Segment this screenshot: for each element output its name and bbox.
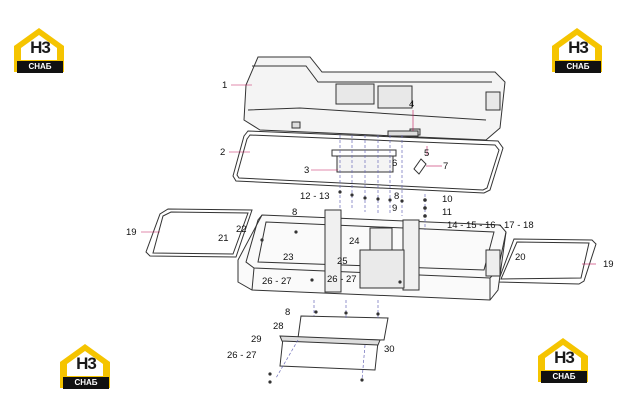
logo-mark: H3 <box>76 354 97 373</box>
callout-14-18: 14 - 15 - 16 - 17 - 18 <box>447 220 534 231</box>
screws <box>260 190 427 384</box>
logo-brand: СНАБ <box>541 371 587 383</box>
callout-21: 21 <box>218 233 229 244</box>
callout-10: 10 <box>442 194 453 205</box>
hinge-bar <box>331 149 397 157</box>
callout-4: 4 <box>409 99 414 110</box>
top-cover <box>243 56 506 141</box>
logo-brand: СНАБ <box>555 61 601 73</box>
callout-23: 23 <box>283 252 294 263</box>
callout-11: 11 <box>442 207 452 218</box>
callout-26-27-left: 26 - 27 <box>262 276 292 287</box>
callout-8-mid: 8 <box>292 207 297 218</box>
callout-2: 2 <box>220 147 225 158</box>
callout-12-13: 12 - 13 <box>300 191 330 202</box>
logo-brand: СНАБ <box>17 61 63 73</box>
callout-26-27-bottom: 26 - 27 <box>227 350 257 361</box>
hinge-plate <box>336 155 394 173</box>
callout-7: 7 <box>443 161 448 172</box>
side-gasket-left <box>145 208 253 258</box>
brand-logo-bottom-left: H3 СНАБ <box>56 340 114 392</box>
bottom-rail <box>279 335 381 346</box>
logo-mark: H3 <box>568 38 589 57</box>
callout-19-left: 19 <box>126 227 137 238</box>
callout-30: 30 <box>384 344 395 355</box>
callout-9: 9 <box>392 203 397 214</box>
brand-logo-bottom-right: H3 СНАБ <box>534 334 592 386</box>
bottom-plate <box>297 315 389 341</box>
callout-22: 22 <box>236 224 247 235</box>
side-gasket-left-inner <box>152 211 249 255</box>
callout-26-27-mid: 26 - 27 <box>327 274 357 285</box>
callout-29: 29 <box>251 334 262 345</box>
callout-28: 28 <box>273 321 284 332</box>
callout-20: 20 <box>515 252 526 263</box>
callout-5: 5 <box>424 148 429 159</box>
callout-6: 6 <box>392 158 397 169</box>
callout-3: 3 <box>304 165 309 176</box>
brand-logo-top-left: H3 СНАБ <box>10 24 68 76</box>
callout-25: 25 <box>337 256 348 267</box>
pin-part <box>413 158 427 175</box>
callout-24: 24 <box>349 236 360 247</box>
callout-19-right: 19 <box>603 259 614 270</box>
brand-logo-top-right: H3 СНАБ <box>548 24 606 76</box>
callout-8-bottom: 8 <box>285 307 290 318</box>
main-box <box>237 209 507 301</box>
logo-mark: H3 <box>30 38 51 57</box>
cover-gasket-inner <box>236 134 500 191</box>
cover-gasket <box>232 130 504 194</box>
callout-1: 1 <box>222 80 227 91</box>
callout-8-top: 8 <box>394 191 399 202</box>
latch <box>387 130 419 137</box>
logo-brand: СНАБ <box>63 377 109 389</box>
side-gasket-right-inner <box>500 241 590 280</box>
leader-lines <box>141 84 596 265</box>
logo-mark: H3 <box>554 348 575 367</box>
